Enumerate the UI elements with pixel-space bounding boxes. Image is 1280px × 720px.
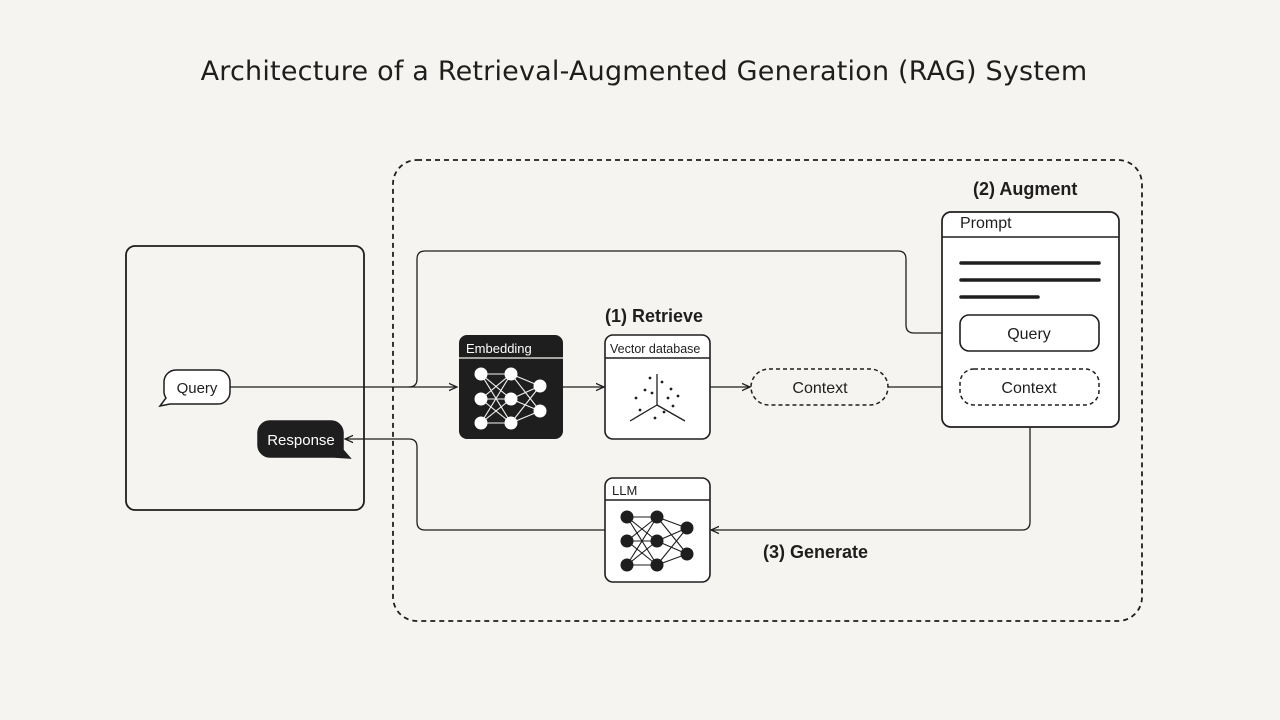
llm-label: LLM bbox=[612, 483, 637, 498]
rag-system-boundary bbox=[392, 159, 1143, 622]
step-retrieve-label: (1) Retrieve bbox=[605, 306, 703, 326]
query-bubble-label: Query bbox=[177, 380, 218, 397]
query-bubble: Query bbox=[158, 369, 231, 408]
arrow-prompt-to-llm bbox=[711, 427, 1031, 530]
neural-network-icon bbox=[474, 367, 547, 430]
embedding-block: Embedding bbox=[459, 335, 563, 439]
retrieved-context-block: Context bbox=[750, 368, 889, 406]
step-generate-label: (3) Generate bbox=[763, 542, 868, 562]
response-bubble-label: Response bbox=[267, 432, 335, 449]
llm-network-icon bbox=[620, 510, 694, 572]
llm-block: LLM bbox=[604, 477, 711, 583]
prompt-header-label: Prompt bbox=[960, 215, 1012, 232]
vector-space-icon bbox=[629, 374, 686, 422]
response-bubble: Response bbox=[257, 420, 352, 459]
vector-database-block: Vector database bbox=[604, 334, 711, 440]
prompt-text-lines bbox=[959, 261, 1101, 299]
vector-database-label: Vector database bbox=[610, 342, 700, 356]
arrow-query-to-prompt bbox=[408, 250, 958, 388]
user-panel bbox=[125, 245, 365, 511]
prompt-context-label: Context bbox=[1001, 380, 1057, 397]
arrow-llm-to-response bbox=[345, 439, 605, 531]
prompt-query-label: Query bbox=[1007, 326, 1051, 343]
prompt-context-slot bbox=[959, 368, 1100, 406]
embedding-label: Embedding bbox=[466, 341, 532, 356]
prompt-block: Prompt Query Context bbox=[941, 211, 1120, 428]
step-augment-label: (2) Augment bbox=[973, 179, 1077, 199]
retrieved-context-label: Context bbox=[792, 380, 848, 397]
diagram-title: Architecture of a Retrieval-Augmented Ge… bbox=[200, 56, 1088, 87]
prompt-query-slot bbox=[959, 314, 1100, 352]
